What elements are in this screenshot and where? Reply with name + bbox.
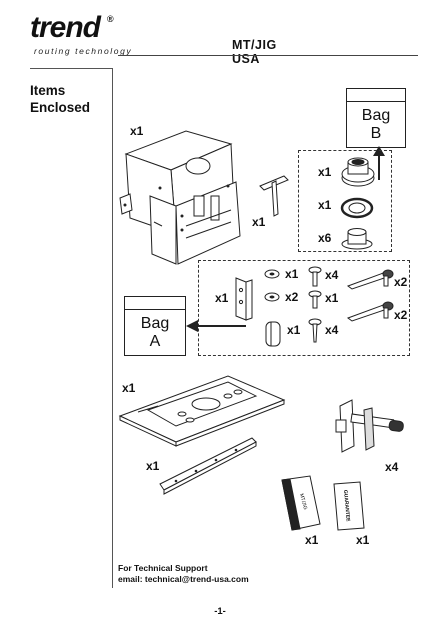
allen-key-qty: x1 bbox=[252, 215, 266, 229]
bag-b-label: Bag B bbox=[346, 88, 406, 148]
rule-bar-qty: x1 bbox=[146, 459, 160, 473]
guide-bush-qty: x1 bbox=[318, 165, 332, 179]
guarantee-qty: x1 bbox=[356, 533, 370, 547]
guarantee-label: GUARANTEE bbox=[342, 490, 351, 523]
arrow-left-icon bbox=[186, 320, 246, 332]
plug-illustration bbox=[341, 228, 373, 250]
logo-tagline: routing technology bbox=[34, 46, 133, 56]
lever-qty-top: x2 bbox=[394, 275, 408, 289]
ring-qty: x1 bbox=[318, 198, 332, 212]
short-bolt-illustration bbox=[308, 290, 322, 309]
column-divider bbox=[112, 68, 113, 588]
bag-a-contents-box bbox=[198, 260, 410, 356]
short-bolt-qty: x1 bbox=[325, 291, 339, 305]
spacer-qty: x1 bbox=[287, 323, 301, 337]
support-email[interactable]: email: technical@trend-usa.com bbox=[118, 574, 249, 584]
ring-illustration bbox=[340, 197, 374, 219]
header-rule bbox=[118, 55, 418, 56]
section-title-line1: Items bbox=[30, 83, 66, 98]
manual-illustration: MT/JIG bbox=[281, 475, 321, 531]
lever-top-illustration bbox=[346, 269, 394, 290]
plug-qty: x6 bbox=[318, 231, 332, 245]
section-title-line2: Enclosed bbox=[30, 100, 91, 115]
stop-bracket-illustration bbox=[235, 277, 253, 321]
screw-qty: x4 bbox=[325, 323, 339, 337]
bolt-illustration bbox=[308, 266, 322, 287]
bag-b-line1: Bag bbox=[361, 107, 391, 124]
lever-bottom-illustration bbox=[346, 301, 394, 322]
trend-logo: trend bbox=[30, 11, 101, 44]
section-title: Items Enclosed bbox=[30, 82, 90, 116]
jig-body-qty: x1 bbox=[130, 124, 144, 138]
allen-key-illustration bbox=[259, 175, 289, 217]
guarantee-card-illustration: GUARANTEE bbox=[333, 481, 365, 531]
page-number: -1- bbox=[214, 606, 226, 617]
page-title: MT/JIG USA bbox=[232, 38, 277, 66]
bag-b-line2: B bbox=[370, 125, 382, 142]
spacer-illustration bbox=[265, 321, 281, 347]
rule-bar-illustration bbox=[159, 437, 257, 495]
bag-a-line2: A bbox=[149, 333, 161, 350]
flat-washer-qty: x2 bbox=[285, 290, 299, 304]
washer-illustration bbox=[264, 269, 280, 279]
manual-qty: x1 bbox=[305, 533, 319, 547]
screw-illustration bbox=[308, 318, 322, 343]
bag-b-contents-box bbox=[298, 150, 392, 252]
flat-washer-illustration bbox=[264, 292, 280, 302]
section-rule bbox=[30, 68, 112, 69]
arrow-up-icon bbox=[373, 146, 385, 180]
technical-support: For Technical Support email: technical@t… bbox=[118, 563, 249, 585]
template-plate-qty: x1 bbox=[122, 381, 136, 395]
registered-mark: ® bbox=[107, 14, 114, 24]
clamp-qty: x4 bbox=[385, 460, 399, 474]
stop-bracket-qty: x1 bbox=[215, 291, 229, 305]
clamp-illustration bbox=[335, 399, 404, 453]
guide-bush-illustration bbox=[341, 157, 375, 187]
washer-qty: x1 bbox=[285, 267, 299, 281]
manual-label: MT/JIG bbox=[298, 493, 308, 510]
bag-a-label: Bag A bbox=[124, 296, 186, 356]
bag-a-line1: Bag bbox=[140, 315, 170, 332]
support-line1: For Technical Support bbox=[118, 563, 208, 573]
jig-body-illustration bbox=[119, 130, 241, 265]
template-plate-illustration bbox=[118, 375, 286, 447]
bolt-qty: x4 bbox=[325, 268, 339, 282]
lever-qty-bottom: x2 bbox=[394, 308, 408, 322]
